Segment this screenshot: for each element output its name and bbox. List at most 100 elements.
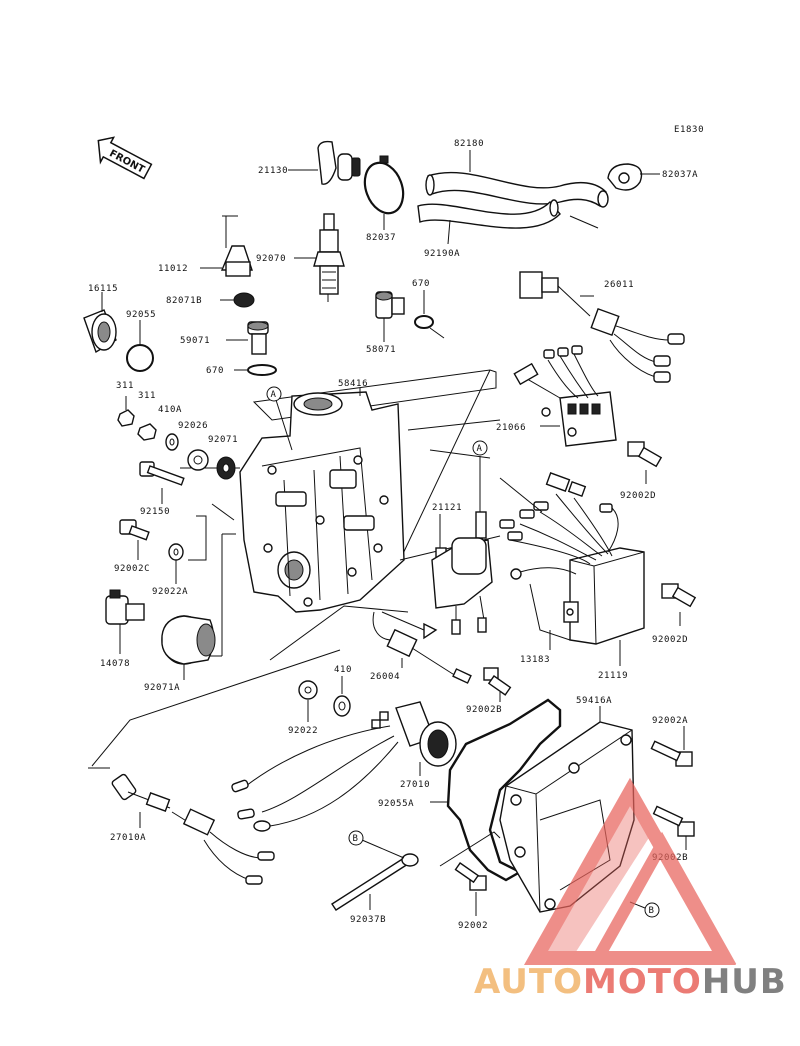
label-92070: 92070 [256, 254, 286, 264]
ignition-coil-21121: A [431, 440, 493, 635]
label-58071: 58071 [366, 345, 396, 355]
label-92026: 92026 [178, 421, 208, 431]
diagram-code: E1830 [674, 125, 704, 135]
callout-a-upper: A [266, 386, 293, 451]
bolt-92002B-lower [652, 805, 695, 850]
regulator-21066 [513, 345, 617, 447]
grommet-92071 [216, 456, 236, 480]
cover-59416A: B [499, 706, 660, 918]
label-92150: 92150 [140, 507, 170, 517]
bolt-92002D-upper [627, 441, 663, 484]
svg-text:A: A [477, 444, 483, 454]
label-11012: 11012 [158, 264, 188, 274]
washer-410 [333, 676, 351, 717]
nut-311-b [137, 423, 157, 441]
label-82071B: 82071B [166, 296, 202, 306]
label-21130: 21130 [258, 166, 288, 176]
oil-cap [200, 215, 253, 277]
fitting-58071 [375, 291, 405, 342]
washer-92026 [187, 449, 209, 471]
bolt-92002 [439, 831, 501, 916]
hose-clamp [363, 155, 405, 230]
gasket-92055A [430, 698, 562, 882]
cable-26004 [372, 611, 472, 684]
strainer-cap [83, 292, 117, 354]
o-ring [234, 364, 277, 376]
label-26011: 26011 [604, 280, 634, 290]
front-arrow-icon: FRONT [97, 136, 153, 180]
label-670-upper: 670 [412, 279, 430, 289]
washer-92022 [298, 680, 318, 722]
label-311-b: 311 [138, 391, 156, 401]
label-410: 410 [334, 665, 352, 675]
label-21121: 21121 [432, 503, 462, 513]
cable-tie-92037B: B [331, 830, 419, 911]
bolt-92002C [119, 519, 150, 560]
label-82037A: 82037A [662, 170, 698, 180]
label-14078: 14078 [100, 659, 130, 669]
svg-text:A: A [271, 390, 277, 400]
bolt-92150 [139, 461, 185, 504]
nut-311-a [117, 396, 135, 427]
label-92022A: 92022A [152, 587, 188, 597]
label-92055: 92055 [126, 310, 156, 320]
hose-lower [417, 199, 561, 245]
label-92002B-upper: 92002B [466, 705, 502, 715]
cdi-unit-21119 [407, 419, 645, 666]
wire-connector-26011 [519, 271, 685, 383]
label-58416: 58416 [338, 379, 368, 389]
label-410A: 410A [158, 405, 182, 415]
label-92071A: 92071A [144, 683, 180, 693]
label-59071: 59071 [180, 336, 210, 346]
label-92002D-lower: 92002D [652, 635, 688, 645]
svg-text:B: B [353, 834, 359, 844]
label-16115: 16115 [88, 284, 118, 294]
spark-plug-cap [288, 140, 361, 185]
label-27010: 27010 [400, 780, 430, 790]
label-92002: 92002 [458, 921, 488, 931]
bolt-92002D-lower [661, 583, 697, 626]
watermark-moto: MOTO [583, 962, 702, 1002]
o-ring-92055 [126, 320, 154, 372]
engine-block [88, 369, 501, 769]
label-59416A: 59416A [576, 696, 612, 706]
watermark-hub: HUB [702, 962, 787, 1002]
hose-clip [607, 163, 660, 191]
relay-27010 [231, 701, 457, 832]
label-92002D-upper: 92002D [620, 491, 656, 501]
label-92055A: 92055A [378, 799, 414, 809]
bushing-92071A [161, 615, 216, 680]
watermark-auto: AUTO [474, 962, 583, 1002]
label-92037B: 92037B [350, 915, 386, 925]
svg-text:AUTOMOTOHUB: AUTOMOTOHUB [474, 962, 787, 1002]
grommet [220, 292, 255, 308]
label-92002C: 92002C [114, 564, 150, 574]
bolt-92002B-upper [483, 667, 512, 702]
label-13183: 13183 [520, 655, 550, 665]
sensor-14078 [105, 589, 145, 654]
label-82037: 82037 [366, 233, 396, 243]
spark-plug [294, 213, 345, 302]
watermark-logo-icon [523, 777, 737, 965]
o-ring-670 [414, 290, 445, 339]
hose-upper [425, 150, 609, 208]
label-92022: 92022 [288, 726, 318, 736]
label-92190A: 92190A [424, 249, 460, 259]
label-21119: 21119 [598, 671, 628, 681]
label-92002A: 92002A [652, 716, 688, 726]
label-311-a: 311 [116, 381, 134, 391]
sensor-cable-27010A [111, 773, 275, 885]
label-21066: 21066 [496, 423, 526, 433]
label-82180: 82180 [454, 139, 484, 149]
label-26004: 26004 [370, 672, 400, 682]
washer-92022A [168, 543, 184, 584]
label-670-lower: 670 [206, 366, 224, 376]
bolt-92002A [650, 726, 693, 767]
washer-410A [165, 433, 179, 451]
svg-text:B: B [649, 906, 655, 916]
label-27010A: 27010A [110, 833, 146, 843]
label-92071: 92071 [208, 435, 238, 445]
fitting [226, 321, 269, 355]
watermark-text: AUTOMOTOHUB [474, 962, 787, 1002]
